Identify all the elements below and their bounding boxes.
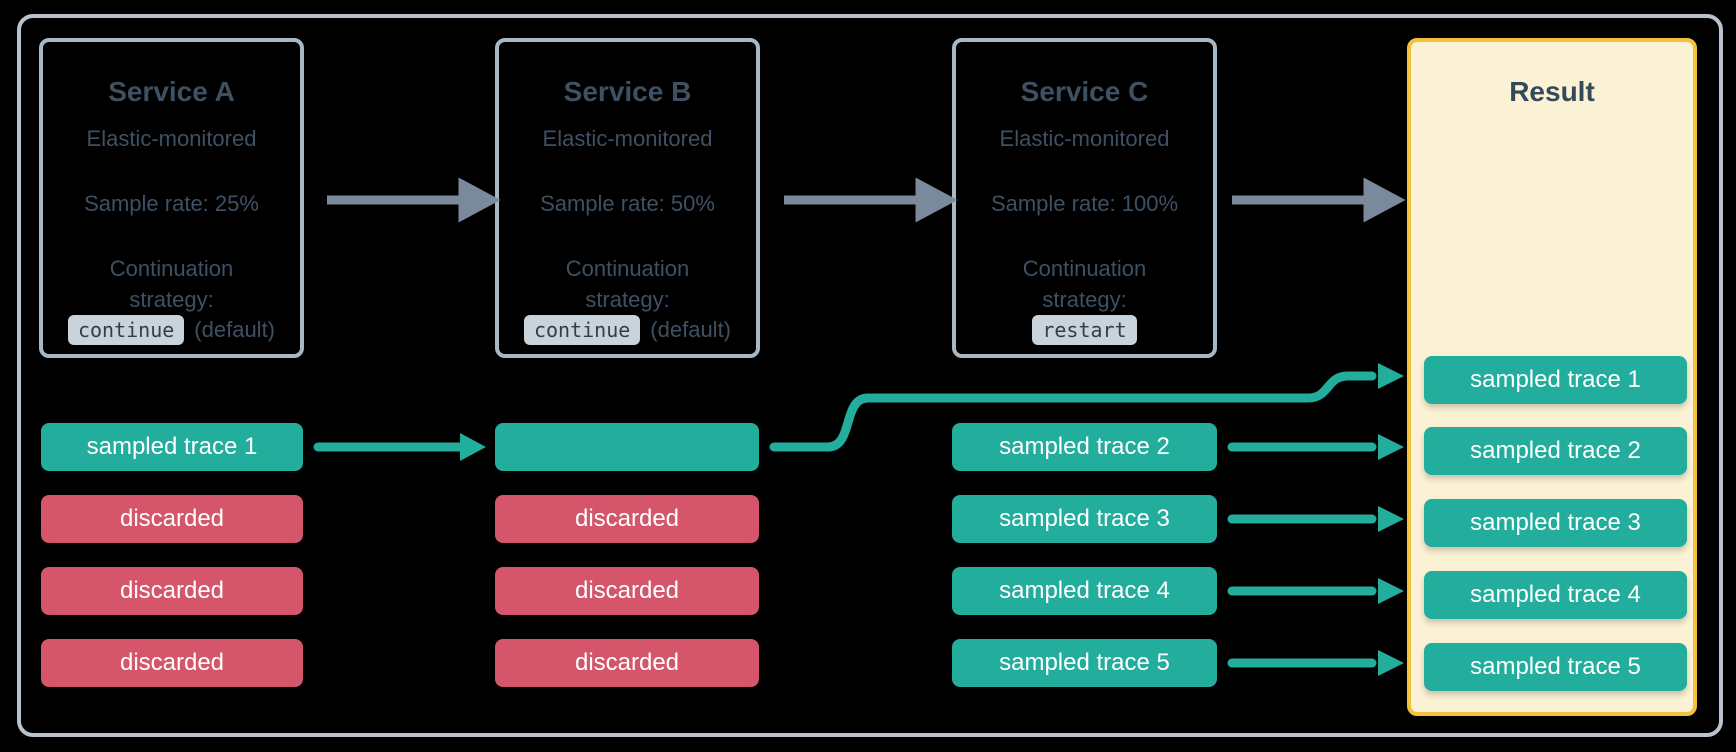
- service-b-strategy-suffix: (default): [650, 317, 732, 342]
- lane-c-pill-sampled-trace-5: sampled trace 5: [952, 639, 1217, 687]
- result-pill-sampled-trace-4: sampled trace 4: [1424, 571, 1687, 619]
- lane-b-pill-discarded-2: discarded: [495, 567, 759, 615]
- lane-a-pill-discarded-2: discarded: [41, 567, 303, 615]
- result-title: Result: [1509, 76, 1595, 107]
- lane-b-pill-discarded-1: discarded: [495, 495, 759, 543]
- lane-a-pill-discarded-3: discarded: [41, 639, 303, 687]
- service-a-sample-rate: Sample rate: 25%: [84, 191, 259, 216]
- lane-a-pill-sampled-trace-1: sampled trace 1: [41, 423, 303, 471]
- service-a-box: Service A Elastic-monitored Sample rate:…: [39, 38, 304, 358]
- lane-b-pill-sampled-unlabeled: [495, 423, 759, 471]
- result-pill-sampled-trace-5: sampled trace 5: [1424, 643, 1687, 691]
- service-a-strategy-suffix: (default): [194, 317, 276, 342]
- service-b-title: Service B: [563, 76, 692, 107]
- service-c-strategy-row: restart: [956, 315, 1213, 345]
- service-c-continuation-label: Continuation: [1022, 256, 1147, 281]
- service-b-strategy-chip: continue: [523, 315, 641, 345]
- result-pill-sampled-trace-1: sampled trace 1: [1424, 356, 1687, 404]
- service-c-monitoring: Elastic-monitored: [999, 126, 1170, 151]
- service-c-strategy-chip: restart: [1032, 315, 1137, 345]
- lane-c-pill-sampled-trace-3: sampled trace 3: [952, 495, 1217, 543]
- result-box: Result sampled trace 1 sampled trace 2 s…: [1407, 38, 1697, 716]
- service-b-box: Service B Elastic-monitored Sample rate:…: [495, 38, 760, 358]
- service-c-title: Service C: [1020, 76, 1149, 107]
- service-b-sample-rate: Sample rate: 50%: [540, 191, 715, 216]
- lane-c-pill-sampled-trace-4: sampled trace 4: [952, 567, 1217, 615]
- lane-c-pill-sampled-trace-2: sampled trace 2: [952, 423, 1217, 471]
- service-a-strategy-label: strategy:: [129, 287, 214, 312]
- result-pill-sampled-trace-2: sampled trace 2: [1424, 427, 1687, 475]
- service-a-strategy-row: continue (default): [43, 315, 300, 345]
- service-b-strategy-row: continue (default): [499, 315, 756, 345]
- service-b-monitoring: Elastic-monitored: [542, 126, 713, 151]
- service-c-sample-rate: Sample rate: 100%: [990, 191, 1179, 216]
- service-a-title: Service A: [108, 76, 235, 107]
- service-b-strategy-label: strategy:: [585, 287, 670, 312]
- service-a-strategy-chip: continue: [67, 315, 185, 345]
- service-b-continuation-label: Continuation: [565, 256, 690, 281]
- service-a-monitoring: Elastic-monitored: [86, 126, 257, 151]
- lane-b-pill-discarded-3: discarded: [495, 639, 759, 687]
- result-pill-sampled-trace-3: sampled trace 3: [1424, 499, 1687, 547]
- service-c-box: Service C Elastic-monitored Sample rate:…: [952, 38, 1217, 358]
- diagram-container: [17, 14, 1723, 737]
- service-c-strategy-label: strategy:: [1042, 287, 1127, 312]
- service-a-continuation-label: Continuation: [109, 256, 234, 281]
- lane-a-pill-discarded-1: discarded: [41, 495, 303, 543]
